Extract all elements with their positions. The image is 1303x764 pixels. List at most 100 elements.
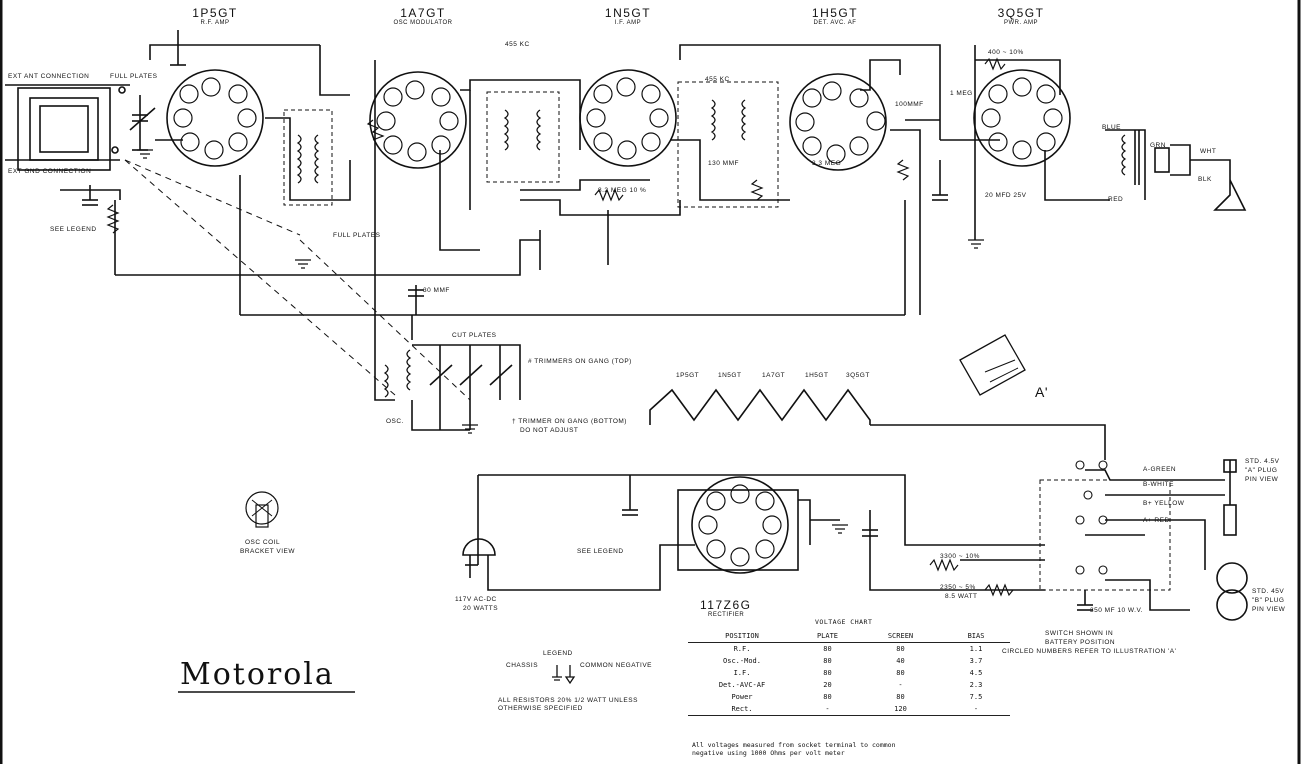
tube-role-osc-modulator: OSC MODULATOR [393, 20, 453, 26]
table-row: Osc.-Mod. 80 40 3.7 [688, 655, 1010, 667]
trimmers-top-label: # TRIMMERS ON GANG (TOP) [528, 358, 632, 365]
ext-gnd-label: EXT GND CONNECTION [8, 168, 92, 175]
table-row: Det.-AVC-AF 20 - 2.3 [688, 679, 1010, 691]
filament-label-2: 1N5GT [718, 372, 742, 379]
osc-label: OSC. [386, 418, 404, 425]
trimmer-bottom-label: † TRIMMER ON GANG (BOTTOM) [512, 418, 627, 425]
cell: 80 [823, 669, 832, 677]
voltage-chart-title: VOLTAGE CHART [815, 618, 873, 626]
bracket-view-label: BRACKET VIEW [240, 548, 296, 555]
cell: R.F. [733, 645, 751, 653]
plug-a-label-3: PIN VIEW [1245, 476, 1279, 483]
r-2350-label: 2350 ~ 5% [940, 584, 976, 591]
cell: 80 [823, 657, 832, 665]
wht-label: WHT [1200, 148, 1217, 155]
r-2350-watt-label: 8.5 WATT [945, 593, 978, 600]
col-plate: PLATE [796, 630, 859, 643]
switch-label-1: SWITCH SHOWN IN [1045, 630, 1114, 637]
plug-b-label-1: STD. 45V [1252, 588, 1285, 595]
b-yellow-label: B+ YELLOW [1143, 500, 1185, 507]
a-green-label: A-GREEN [1143, 466, 1177, 473]
watts-label: 20 WATTS [463, 605, 499, 612]
cell: 80 [823, 645, 832, 653]
legend-common-negative: COMMON NEGATIVE [580, 662, 653, 669]
legend-title: LEGEND [543, 650, 573, 657]
voltage-chart-note-2: negative using 1000 Ohms per volt meter [692, 749, 845, 757]
ac-label: 117V AC-DC [455, 596, 497, 603]
cell: 20 [823, 681, 832, 689]
cell: 80 [823, 693, 832, 701]
filament-label-4: 1H5GT [805, 372, 829, 379]
col-position: POSITION [688, 630, 796, 643]
meg-82-label: 8.2 MEG 10 % [598, 187, 647, 194]
see-legend-label-1: SEE LEGEND [50, 226, 97, 233]
tube-role-if-amp: I.F. AMP [614, 20, 642, 26]
cell: 120 [894, 705, 907, 713]
cell: Power [731, 693, 753, 701]
filament-label-5: 3Q5GT [846, 372, 870, 379]
cell: 3.7 [969, 657, 983, 665]
ext-ant-label: EXT ANT CONNECTION [8, 73, 90, 80]
tube-role-pwr-amp: PWR. AMP [1003, 20, 1038, 26]
cell: 80 [896, 645, 905, 653]
voltage-chart-header-row: POSITION PLATE SCREEN BIAS [688, 630, 1010, 643]
cell: I.F. [733, 669, 751, 677]
if-455-label-2: 455 KC [705, 76, 730, 83]
cell: - [973, 705, 979, 713]
r-3300-label: 3300 ~ 10% [940, 553, 980, 560]
voltage-chart-note-1: All voltages measured from socket termin… [692, 741, 896, 749]
cell: 80 [896, 693, 905, 701]
cell: 2.3 [969, 681, 983, 689]
cell: Osc.-Mod. [723, 657, 761, 665]
cell: - [825, 705, 830, 713]
brand-logo: Motorola [180, 657, 335, 692]
red-label: RED [1108, 196, 1124, 203]
ohm-400-label: 400 ~ 10% [988, 49, 1024, 56]
cell: Rect. [731, 705, 753, 713]
cell: 40 [896, 657, 905, 665]
mmf-30-label: 30 MMF [423, 287, 450, 294]
mmf-130-label: 130 MMF [708, 160, 739, 167]
a-red-label: A+ RED [1143, 517, 1170, 524]
legend-chassis: CHASSIS [506, 662, 539, 669]
cell: 7.5 [969, 693, 983, 701]
blue-label: BLUE [1102, 124, 1121, 131]
plug-b-label-3: PIN VIEW [1252, 606, 1286, 613]
tube-name-3q5gt: 3Q5GT [997, 6, 1045, 20]
rectifier-role: RECTIFIER [708, 612, 745, 618]
voltage-chart-table: POSITION PLATE SCREEN BIAS R.F. 80 80 1.1 O… [688, 630, 1010, 716]
mfd-20-label: 20 MFD 25V [985, 192, 1027, 199]
tube-name-1h5gt: 1H5GT [811, 6, 859, 20]
cell: - [898, 681, 903, 689]
b-white-label: B-WHITE [1143, 481, 1174, 488]
do-not-adjust-label: DO NOT ADJUST [520, 427, 579, 434]
table-row: R.F. 80 80 1.1 [688, 643, 1010, 656]
cell: Det.-AVC-AF [718, 681, 766, 689]
full-plates-mid-label: FULL PLATES [333, 232, 381, 239]
meg-33-label: 3.3 MEG [812, 160, 842, 167]
cell: 4.5 [969, 669, 983, 677]
meg-1-label: 1 MEG [950, 90, 973, 97]
blk-label: BLK [1198, 176, 1212, 183]
switch-label-3: CIRCLED NUMBERS REFER TO ILLUSTRATION 'A… [1002, 648, 1177, 655]
tube-name-1n5gt: 1N5GT [604, 6, 652, 20]
mmf-100-label: 100MMF [895, 101, 924, 108]
plug-a-label-2: "A" PLUG [1245, 467, 1278, 474]
tube-name-1p5gt: 1P5GT [192, 6, 238, 20]
legend-resistors-2: OTHERWISE SPECIFIED [498, 705, 583, 712]
illustration-a-label: A' [1035, 384, 1049, 400]
osc-coil-label: OSC COIL [245, 539, 281, 546]
tube-role-rf-amp: R.F. AMP [200, 20, 230, 26]
cut-plates-label: CUT PLATES [452, 332, 497, 339]
plug-a-label-1: STD. 4.5V [1245, 458, 1280, 465]
see-legend-label-2: SEE LEGEND [577, 548, 624, 555]
col-screen: SCREEN [859, 630, 942, 643]
full-plates-top-label: FULL PLATES [110, 73, 158, 80]
cap-350-label: 350 MF 10 W.V. [1090, 607, 1144, 614]
cell: 1.1 [969, 645, 983, 653]
table-row: Rect. - 120 - [688, 703, 1010, 716]
filament-label-3: 1A7GT [762, 372, 786, 379]
